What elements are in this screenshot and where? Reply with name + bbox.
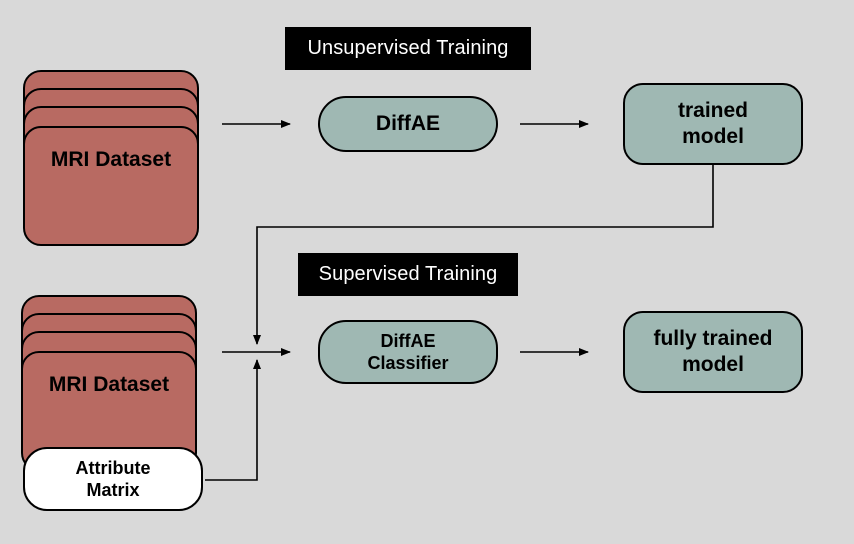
dataset-layer (23, 126, 199, 246)
supervised-training-banner: Supervised Training (298, 253, 518, 296)
diffae-label: DiffAE (375, 111, 441, 135)
attribute-matrix-label: Attribute Matrix (75, 457, 151, 501)
diffae-classifier-label: DiffAE Classifier (367, 330, 449, 374)
mri-dataset-stack-top: MRI Dataset (23, 70, 203, 248)
arrow-attribute-to-merge (205, 359, 261, 481)
attribute-matrix-node: Attribute Matrix (23, 447, 203, 511)
fully-trained-model-node: fully trained model (623, 311, 803, 393)
mri-dataset-label: MRI Dataset (50, 148, 172, 171)
diffae-node: DiffAE (318, 96, 498, 152)
mri-dataset-stack-bottom: MRI Dataset (21, 295, 201, 473)
trained-model-label: trained model (677, 98, 748, 148)
fully-trained-model-label: fully trained model (653, 326, 773, 376)
diffae-classifier-node: DiffAE Classifier (318, 320, 498, 384)
unsupervised-training-banner: Unsupervised Training (285, 27, 531, 70)
arrow-trained-to-merge (253, 165, 714, 345)
mri-dataset-label: MRI Dataset (48, 373, 170, 396)
trained-model-node: trained model (623, 83, 803, 165)
